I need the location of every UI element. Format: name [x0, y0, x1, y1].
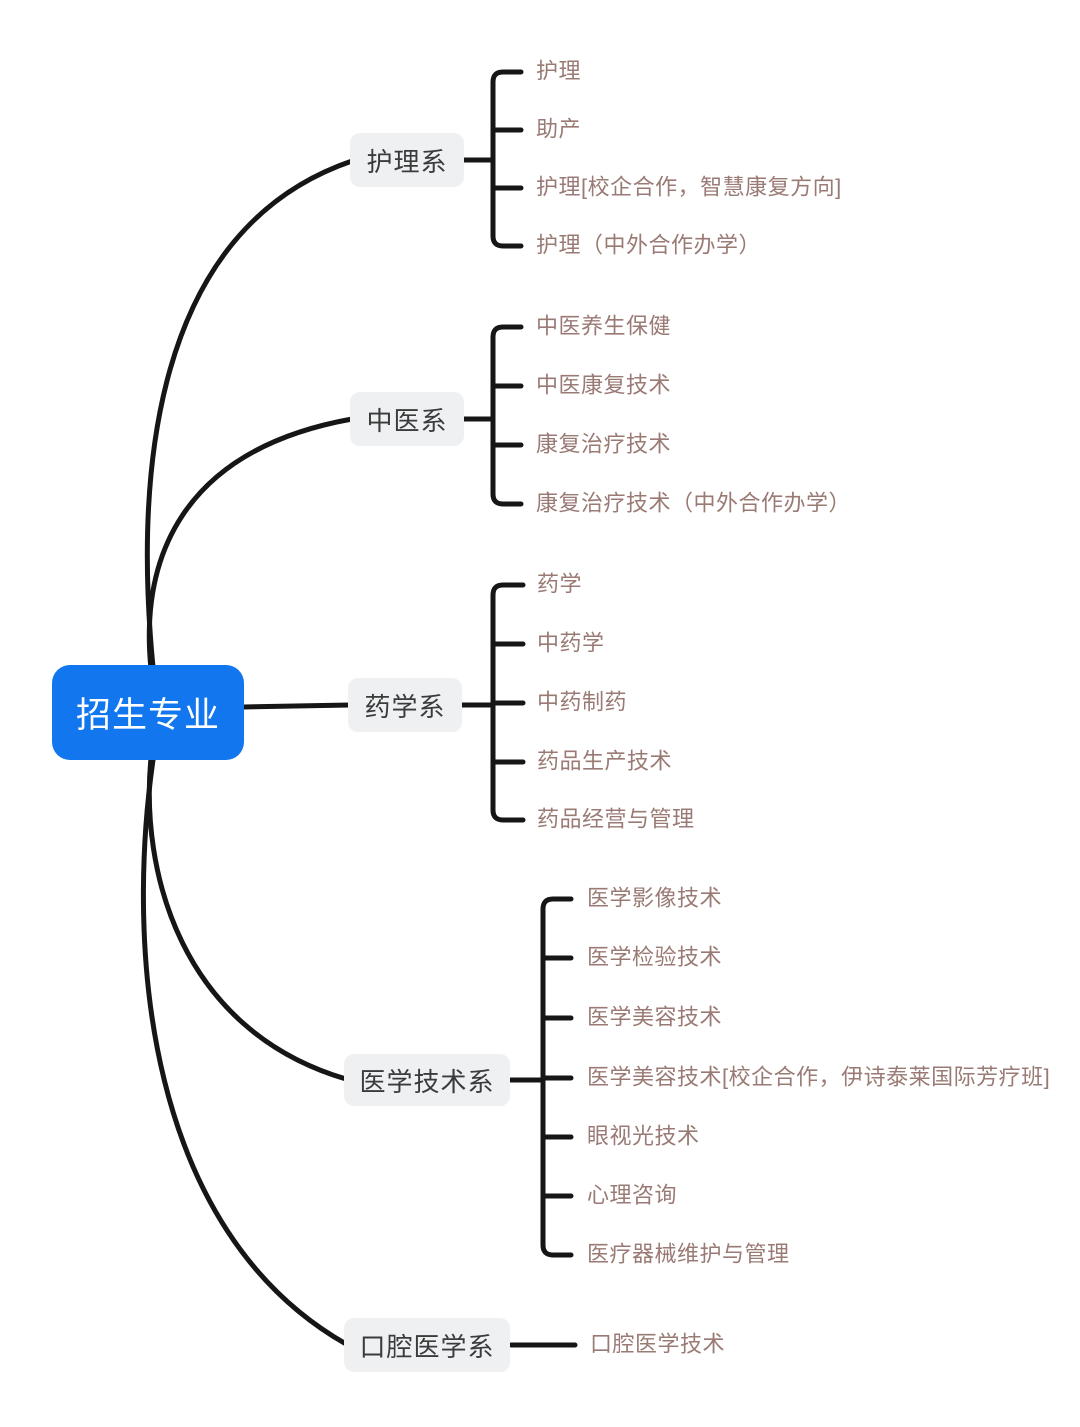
- branch-label: 医学技术系: [359, 1066, 495, 1097]
- leaf-node[interactable]: 医疗器械维护与管理: [587, 1241, 790, 1267]
- leaf-node[interactable]: 中药制药: [537, 689, 628, 715]
- edge: [140, 757, 349, 1347]
- leaf-node[interactable]: 医学检验技术: [587, 944, 723, 970]
- leaf-node[interactable]: 中药学: [537, 630, 605, 656]
- leaf-node[interactable]: 药学: [537, 571, 583, 597]
- leaf-node[interactable]: 康复治疗技术: [536, 431, 672, 457]
- root-label: 招生专业: [75, 696, 220, 735]
- leaf-node[interactable]: 药品生产技术: [537, 748, 673, 774]
- branch-node-1[interactable]: 护理系: [350, 133, 464, 187]
- edge: [490, 324, 524, 507]
- leaf-node[interactable]: 康复治疗技术（中外合作办学）: [536, 490, 852, 516]
- leaf-node[interactable]: 医学美容技术[校企合作，伊诗泰莱国际芳疗班]: [587, 1064, 1051, 1090]
- edge: [490, 69, 524, 249]
- branch-label: 中医系: [366, 405, 448, 436]
- leaf-node[interactable]: 眼视光技术: [587, 1123, 700, 1149]
- root-node[interactable]: 招生专业: [52, 665, 244, 760]
- edge: [144, 158, 355, 670]
- branch-label: 药学系: [364, 691, 446, 722]
- edge: [146, 416, 355, 672]
- branch-label: 口腔医学系: [359, 1331, 495, 1362]
- leaf-node[interactable]: 护理: [536, 58, 582, 84]
- leaf-node[interactable]: 药品经营与管理: [537, 806, 695, 832]
- leaf-node[interactable]: 中医康复技术: [536, 372, 672, 398]
- branch-node-2[interactable]: 中医系: [350, 392, 464, 446]
- branch-node-3[interactable]: 药学系: [348, 678, 462, 732]
- edge: [241, 702, 353, 710]
- leaf-node[interactable]: 助产: [536, 116, 582, 142]
- leaf-node[interactable]: 护理（中外合作办学）: [536, 232, 762, 258]
- branch-node-4[interactable]: 医学技术系: [344, 1054, 510, 1106]
- leaf-node[interactable]: 口腔医学技术: [590, 1331, 726, 1357]
- leaf-node[interactable]: 护理[校企合作，智慧康复方向]: [536, 174, 842, 200]
- leaf-node[interactable]: 医学影像技术: [587, 885, 723, 911]
- edge: [146, 755, 349, 1082]
- leaf-node[interactable]: 中医养生保健: [536, 313, 672, 339]
- leaf-node[interactable]: 医学美容技术: [587, 1004, 723, 1030]
- branch-label: 护理系: [366, 146, 448, 177]
- branch-node-5[interactable]: 口腔医学系: [344, 1318, 510, 1372]
- leaf-node[interactable]: 心理咨询: [587, 1182, 678, 1208]
